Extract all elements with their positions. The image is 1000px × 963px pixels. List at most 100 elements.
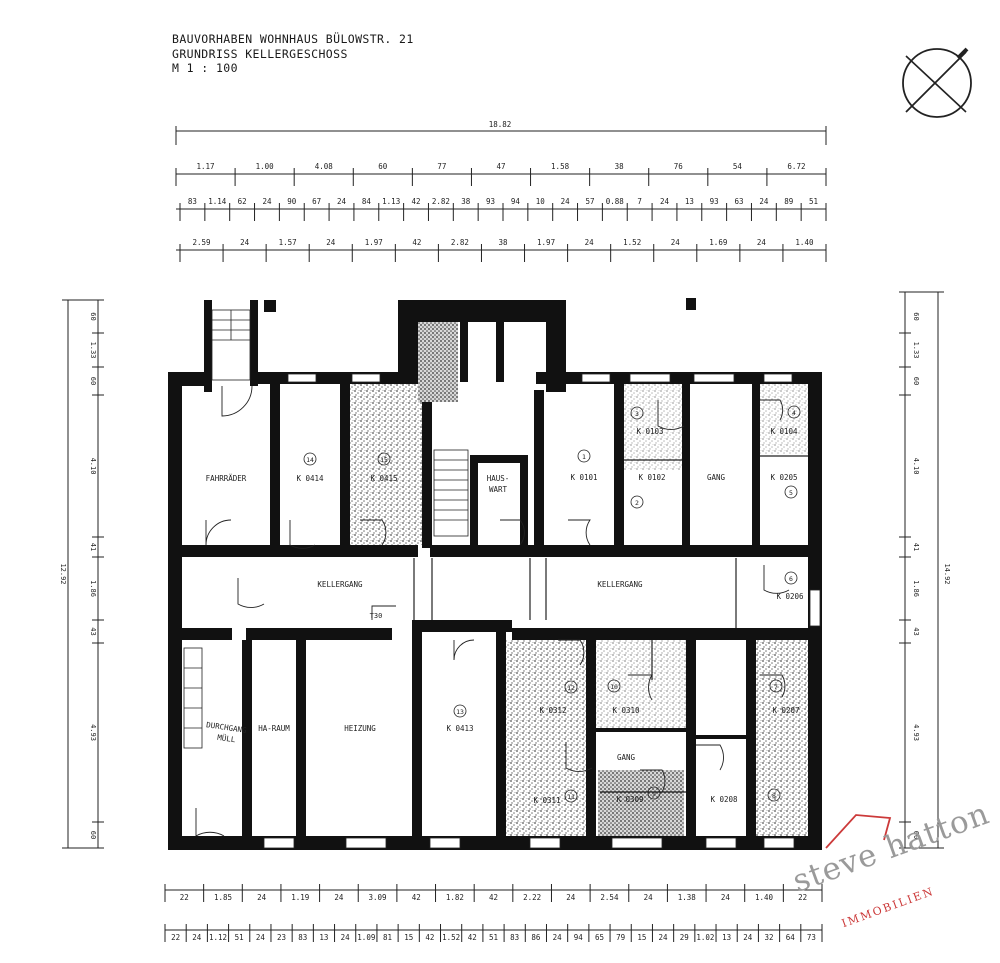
dim-label: 67 [312, 197, 321, 206]
dim-label: 73 [807, 933, 816, 942]
dim-label: 10 [536, 197, 546, 206]
top-dimensions [175, 126, 827, 251]
dim-label: 0.88 [606, 197, 625, 206]
dim-label: 1.19 [291, 893, 309, 902]
dim-label: 42 [468, 933, 477, 942]
dim-label: 1.17 [197, 162, 215, 171]
vdim-label: 60 [912, 831, 920, 839]
dim-label: 77 [437, 162, 446, 171]
dim-label: 42 [412, 893, 421, 902]
dim-label: 24 [326, 238, 336, 247]
dim-label: 13 [685, 197, 694, 206]
dim-label: 24 [553, 933, 563, 942]
dim-label: 6.72 [787, 162, 805, 171]
room-k0312: K 0312 [539, 706, 566, 715]
dim-label: 24 [585, 238, 595, 247]
room-num-2: 2 [635, 499, 639, 507]
dim-label: 83 [188, 197, 197, 206]
north-arrow-icon [902, 47, 972, 118]
vdim-label: 4.93 [89, 724, 97, 741]
vdim-label: 4.10 [89, 458, 97, 475]
room-k0205: K 0205 [770, 473, 797, 482]
room-k0103: K 0103 [636, 427, 663, 436]
vdim-label: 60 [912, 312, 920, 320]
stippled-rooms [350, 322, 808, 836]
room-num-10: 10 [610, 683, 618, 691]
dim-label: 24 [334, 893, 344, 902]
room-num-15: 15 [380, 456, 388, 464]
door-t30: T30 [370, 612, 383, 620]
dim-label: 65 [595, 933, 604, 942]
vertical-dimension-labels: 601.33604.10411.86434.9360601.33604.1041… [59, 312, 951, 839]
vdim-label: 1.86 [912, 580, 920, 597]
dim-label: 23 [277, 933, 286, 942]
dim-label: 1.69 [709, 238, 727, 247]
room-k0102: K 0102 [638, 473, 665, 482]
walls [168, 298, 822, 850]
room-k0415: K 0415 [370, 474, 397, 483]
left-dimensions [62, 299, 104, 849]
room-k0309: K 0309 [616, 795, 643, 804]
dim-label: 24 [644, 893, 654, 902]
dim-label: 79 [616, 933, 625, 942]
vdim-label: 1.33 [912, 342, 920, 359]
dim-label: 90 [287, 197, 297, 206]
dim-label: 1.40 [755, 893, 774, 902]
dim-label: 22 [180, 893, 189, 902]
dim-label: 2.22 [523, 893, 541, 902]
dim-label: 24 [256, 933, 266, 942]
vdim-label: 4.93 [912, 724, 920, 741]
dim-label: 42 [489, 893, 498, 902]
room-num-13: 13 [456, 708, 464, 716]
plan-title: GRUNDRISS KELLERGESCHOSS [172, 46, 348, 61]
room-num-9: 9 [652, 790, 656, 798]
dim-label: 24 [337, 197, 347, 206]
dim-label: 1.09 [357, 933, 375, 942]
bottom-dimensions [165, 889, 822, 931]
dim-label: 1.85 [214, 893, 232, 902]
title-block: BAUVORHABEN WOHNHAUS BÜLOWSTR. 21 GRUNDR… [172, 32, 414, 76]
dim-label: 4.08 [315, 162, 334, 171]
dim-label: 1.97 [537, 238, 555, 247]
dim-label: 32 [765, 933, 774, 942]
vdim-total: 12.92 [59, 563, 67, 584]
dim-label: 1.58 [551, 162, 570, 171]
dim-label: 38 [615, 162, 625, 171]
dim-label: 13 [319, 933, 328, 942]
vdim-label: 60 [89, 312, 97, 320]
dim-label: 1.13 [382, 197, 400, 206]
dim-label: 22 [798, 893, 807, 902]
room-k0104: K 0104 [770, 427, 798, 436]
dim-label: 94 [574, 933, 584, 942]
dim-label: 60 [378, 162, 388, 171]
dim-label: 54 [733, 162, 743, 171]
vdim-label: 60 [89, 831, 97, 839]
room-num-12: 12 [567, 684, 575, 692]
dim-label: 1.52 [442, 933, 460, 942]
windows [263, 373, 821, 849]
dim-label: 47 [496, 162, 505, 171]
corridor-kellergang-left: KELLERGANG [317, 580, 363, 589]
stairs [183, 309, 469, 749]
dim-label: 42 [425, 933, 434, 942]
dim-label: 1.40 [795, 238, 814, 247]
room-gang-bottom: GANG [617, 753, 636, 762]
dim-label: 42 [412, 197, 421, 206]
room-num-4: 4 [792, 409, 796, 417]
dim-label: 83 [298, 933, 307, 942]
vdim-label: 1.86 [89, 580, 97, 597]
dim-label: 51 [235, 933, 244, 942]
watermark: steve hatton IMMOBILIEN [772, 795, 1000, 963]
room-num-7: 7 [774, 683, 778, 691]
dim-label: 22 [171, 933, 180, 942]
dim-label: 24 [660, 197, 670, 206]
dim-label: 1.38 [678, 893, 697, 902]
dim-label: 83 [510, 933, 519, 942]
dim-label: 84 [362, 197, 372, 206]
dim-label: 3.09 [369, 893, 387, 902]
dim-label: 57 [585, 197, 594, 206]
vdim-label: 1.33 [89, 342, 97, 359]
vdim-label: 60 [912, 377, 920, 385]
